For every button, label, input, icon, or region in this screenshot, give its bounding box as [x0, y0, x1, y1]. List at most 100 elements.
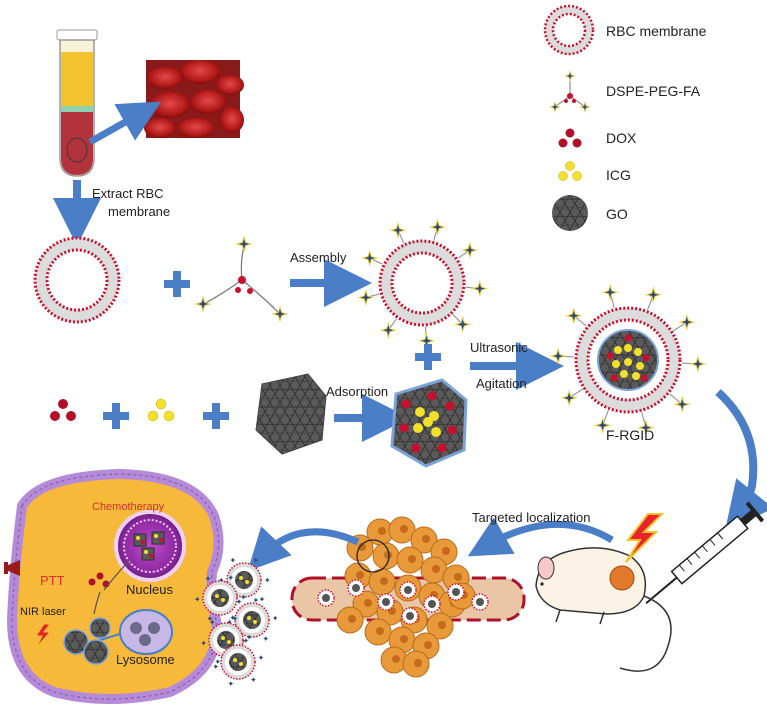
- svg-text:✦: ✦: [212, 662, 219, 671]
- plus-icon: [164, 271, 190, 297]
- folate-ligand-icon: [550, 348, 566, 364]
- arrow-to-syringe: [715, 389, 767, 531]
- mouse-icon: [535, 547, 672, 672]
- dox-dot: [401, 399, 411, 409]
- dox-dot: [437, 443, 447, 453]
- legend-label-rbc: RBC membrane: [606, 23, 707, 39]
- f-rgid-nanoparticle: [550, 284, 706, 436]
- icg-dot: [620, 370, 628, 378]
- dox-dot: [399, 423, 409, 433]
- folate-ligand-icon: [602, 284, 618, 300]
- dox-dot: [624, 334, 632, 342]
- rbc-membrane-vesicle: [33, 236, 121, 324]
- icg-dot: [415, 407, 425, 417]
- svg-text:✦: ✦: [229, 613, 236, 622]
- svg-text:✦: ✦: [209, 618, 216, 627]
- dox-cluster: [50, 399, 76, 421]
- icg-dot: [423, 417, 433, 427]
- label-adsorption: Adsorption: [326, 384, 388, 399]
- folate-ligand-icon: [645, 287, 661, 303]
- folate-ligand-icon: [674, 396, 690, 412]
- svg-text:✦: ✦: [240, 593, 247, 602]
- membrane-receptor-icon: [4, 560, 20, 576]
- icg-dot: [413, 423, 423, 433]
- dox-dot: [445, 401, 455, 411]
- go-in-nucleus: [141, 547, 155, 561]
- label-assembly: Assembly: [290, 250, 347, 265]
- legend-label-dox: DOX: [606, 130, 637, 146]
- icg-cluster: [147, 398, 175, 422]
- go-icon: [552, 195, 588, 231]
- label-extract-1: Extract RBC: [92, 186, 164, 201]
- folate-ligand-icon: [679, 314, 695, 330]
- dox-dot: [610, 374, 618, 382]
- svg-text:✦: ✦: [264, 576, 271, 585]
- nucleus: [114, 510, 186, 582]
- label-nir-laser: NIR laser: [20, 606, 66, 618]
- plus-icon: [415, 344, 441, 370]
- icg-dot: [431, 427, 441, 437]
- laser-bolt-icon: [35, 623, 52, 649]
- dspe-peg-fa-molecule: [195, 236, 288, 322]
- zoom-circle: [356, 539, 390, 573]
- icg-dot: [624, 358, 632, 366]
- icg-dot: [612, 360, 620, 368]
- endocytosis-particles: ✦✦✦✦✦✦✦✦✦✦✦✦✦✦✦✦✦✦✦✦✦✦✦✦✦✦✦✦✦✦: [194, 556, 279, 689]
- svg-text:✦: ✦: [232, 615, 239, 624]
- svg-text:✦: ✦: [206, 614, 213, 623]
- svg-text:✦: ✦: [272, 614, 279, 623]
- laser-bolt-icon: [625, 513, 665, 563]
- arrow-to-photo: [88, 101, 162, 146]
- icg-icon: [558, 161, 582, 181]
- folate-ligand-icon: [462, 242, 478, 258]
- dox-icon: [558, 128, 582, 148]
- svg-text:✦: ✦: [200, 639, 207, 648]
- svg-text:✦: ✦: [214, 657, 221, 666]
- vessel-nanoparticles: [317, 579, 489, 625]
- svg-text:✦: ✦: [230, 556, 237, 565]
- svg-text:✦: ✦: [258, 654, 265, 663]
- go-in-nucleus: [151, 531, 165, 545]
- rbc-membrane-icon: [543, 4, 595, 56]
- folate-ligand-icon: [690, 356, 706, 372]
- icg-dot: [632, 372, 640, 380]
- legend: RBC membrane DSPE-PEG-FA DOX ICG GO: [543, 4, 707, 231]
- legend-label-go: GO: [606, 206, 628, 222]
- dox-dot: [640, 374, 648, 382]
- folate-ligand-icon: [362, 250, 378, 266]
- svg-text:✦: ✦: [259, 595, 266, 604]
- label-ultrasonic: Ultrasonic: [470, 340, 528, 355]
- icg-dot: [614, 346, 622, 354]
- label-lysosome: Lysosome: [116, 652, 175, 667]
- svg-text:✦: ✦: [194, 595, 201, 604]
- icg-dot: [636, 362, 644, 370]
- svg-text:✦: ✦: [253, 556, 260, 565]
- go-dox-icg-complex: [390, 378, 468, 468]
- icg-dot: [624, 344, 632, 352]
- fa-rbc-vesicle: [358, 219, 488, 349]
- folate-ligand-icon: [472, 281, 488, 297]
- syringe-icon: [645, 501, 765, 605]
- svg-text:✦: ✦: [236, 597, 243, 606]
- cell-go-particles: [63, 617, 111, 665]
- dox-dot: [642, 354, 650, 362]
- label-agitation: Agitation: [476, 376, 527, 391]
- arrow-targeted: [467, 517, 614, 557]
- folate-ligand-icon: [358, 290, 374, 306]
- dox-dot: [427, 391, 437, 401]
- legend-label-icg: ICG: [606, 167, 631, 183]
- folate-ligand-icon: [430, 219, 446, 235]
- label-nucleus: Nucleus: [126, 582, 173, 597]
- icg-dot: [634, 348, 642, 356]
- arrow-to-cell: [247, 526, 360, 572]
- svg-text:✦: ✦: [253, 596, 260, 605]
- label-f-rgid: F-RGID: [606, 427, 654, 443]
- rbc-photo: [144, 60, 244, 138]
- go-in-nucleus: [133, 533, 147, 547]
- svg-text:✦: ✦: [262, 635, 269, 644]
- lysosome: [119, 609, 173, 655]
- label-targeted: Targeted localization: [472, 510, 591, 525]
- svg-text:✦: ✦: [227, 680, 234, 689]
- test-tube: [56, 29, 98, 177]
